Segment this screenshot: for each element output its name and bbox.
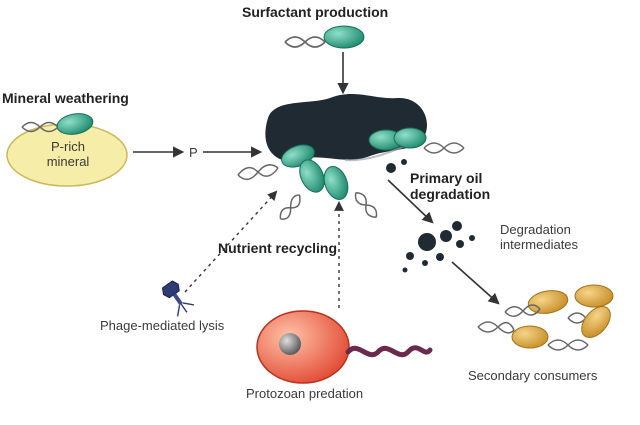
oil-attached-bacteria (237, 127, 465, 220)
degradation-intermediates-label: Degradation intermediates (500, 222, 578, 252)
secondary-consumers-bacteria (477, 284, 614, 351)
p-rich-line2: mineral (46, 154, 90, 169)
nutrient-recycling-label: Nutrient recycling (218, 240, 338, 256)
mineral-weathering-label: Mineral weathering (2, 90, 129, 106)
mineral-bacterium (21, 113, 94, 135)
primary-oil-line2: degradation (410, 186, 491, 202)
phage-recycling-arrow (184, 190, 278, 293)
phage-icon (161, 280, 195, 317)
secondary-arrow (451, 261, 500, 305)
protozoan-predation-label: Protozoan predation (246, 386, 364, 401)
phage-lysis-label: Phage-mediated lysis (100, 318, 225, 333)
secondary-consumers-label: Secondary consumers (468, 368, 598, 383)
protozoan-icon (256, 310, 433, 384)
p-rich-mineral-label: P-rich mineral (40, 139, 96, 169)
primary-oil-line1: Primary oil (410, 170, 483, 186)
degradation-arrow (387, 179, 434, 224)
degradation-line2: intermediates (500, 237, 579, 252)
surfactant-bacterium (284, 25, 365, 49)
degradation-droplets (386, 159, 475, 273)
p-rich-line1: P-rich (51, 139, 85, 154)
surfactant-production-label: Surfactant production (242, 4, 389, 20)
primary-oil-degradation-label: Primary oil degradation (410, 170, 490, 202)
p-label: P (189, 145, 198, 160)
degradation-line1: Degradation (500, 222, 571, 237)
